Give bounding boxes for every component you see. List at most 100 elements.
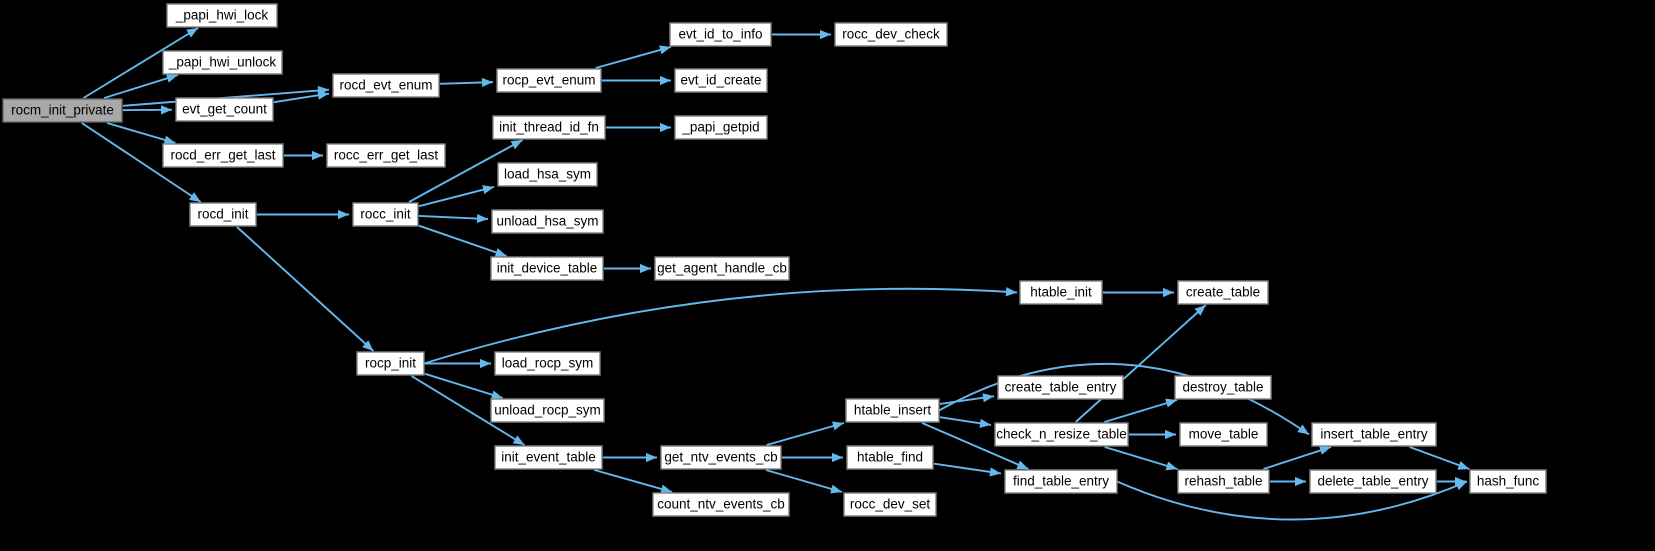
- edge-arrowhead: [1297, 424, 1309, 435]
- node-box[interactable]: [496, 68, 602, 93]
- call-edge-htable_insert-to-insert_table_entry: [938, 363, 1310, 436]
- graph-node-destroy_table[interactable]: destroy_table: [1174, 375, 1272, 400]
- edge-arrowhead: [1295, 476, 1306, 487]
- node-box[interactable]: [490, 398, 605, 423]
- node-box[interactable]: [1177, 469, 1270, 494]
- node-box[interactable]: [494, 351, 601, 376]
- graph-node-rocd_evt_enum[interactable]: rocd_evt_enum: [332, 73, 440, 98]
- node-box[interactable]: [1177, 280, 1269, 305]
- edge-arrowhead: [1165, 429, 1176, 440]
- graph-node-hash_func[interactable]: hash_func: [1469, 469, 1547, 494]
- graph-node-rocp_init[interactable]: rocp_init: [356, 351, 425, 376]
- call-edge-htable_insert-to-find_table_entry: [921, 422, 1029, 470]
- node-box[interactable]: [490, 256, 604, 281]
- node-box[interactable]: [1311, 422, 1437, 447]
- graph-node-init_event_table[interactable]: init_event_table: [494, 445, 603, 470]
- graph-node-get_ntv_events_cb[interactable]: get_ntv_events_cb: [660, 445, 782, 470]
- call-edge-rocp_init-to-unload_rocp_sym: [424, 372, 504, 399]
- node-box[interactable]: [660, 445, 782, 470]
- node-box[interactable]: [162, 143, 284, 168]
- call-edge-rocc_init-to-init_thread_id_fn: [408, 139, 523, 203]
- graph-node-rocp_evt_enum[interactable]: rocp_evt_enum: [496, 68, 602, 93]
- node-box[interactable]: [997, 375, 1124, 400]
- graph-node-insert_table_entry[interactable]: insert_table_entry: [1311, 422, 1437, 447]
- graph-node-move_table[interactable]: move_table: [1179, 422, 1268, 447]
- graph-node-load_rocp_sym[interactable]: load_rocp_sym: [494, 351, 601, 376]
- node-box[interactable]: [669, 22, 772, 47]
- edge-arrowhead: [640, 263, 651, 274]
- node-box[interactable]: [1179, 422, 1268, 447]
- edge-arrowhead: [989, 467, 1001, 477]
- edge-arrowhead: [982, 393, 994, 403]
- node-box[interactable]: [162, 50, 283, 75]
- graph-node-evt_id_create[interactable]: evt_id_create: [674, 68, 768, 93]
- graph-node-htable_init[interactable]: htable_init: [1019, 280, 1103, 305]
- graph-node-_papi_hwi_unlock[interactable]: _papi_hwi_unlock: [162, 50, 283, 75]
- graph-node-rocc_dev_check[interactable]: rocc_dev_check: [834, 22, 948, 47]
- graph-node-check_n_resize_table[interactable]: check_n_resize_table: [994, 422, 1129, 447]
- node-box[interactable]: [332, 73, 440, 98]
- graph-node-find_table_entry[interactable]: find_table_entry: [1004, 469, 1118, 494]
- node-box[interactable]: [843, 492, 937, 517]
- call-edge-rocd_init-to-rocp_init: [236, 226, 375, 352]
- graph-node-rocd_err_get_last[interactable]: rocd_err_get_last: [162, 143, 284, 168]
- edge-arrowhead: [160, 105, 172, 115]
- graph-node-rocm_init_private[interactable]: rocm_init_private: [2, 98, 123, 123]
- node-box[interactable]: [1469, 469, 1547, 494]
- node-box[interactable]: [1004, 469, 1118, 494]
- call-edge-check_n_resize_table-to-rehash_table: [1104, 446, 1178, 470]
- node-box[interactable]: [494, 445, 603, 470]
- node-box[interactable]: [1019, 280, 1103, 305]
- graph-node-evt_id_to_info[interactable]: evt_id_to_info: [669, 22, 772, 47]
- edge-arrowhead: [1005, 287, 1017, 297]
- node-box[interactable]: [175, 97, 274, 122]
- edge-arrowhead: [482, 185, 494, 195]
- graph-node-htable_find[interactable]: htable_find: [846, 445, 934, 470]
- graph-node-htable_insert[interactable]: htable_insert: [845, 398, 940, 423]
- graph-node-create_table_entry[interactable]: create_table_entry: [997, 375, 1124, 400]
- edge-arrowhead: [494, 248, 507, 257]
- graph-node-evt_get_count[interactable]: evt_get_count: [175, 97, 274, 122]
- graph-node-count_ntv_events_cb[interactable]: count_ntv_events_cb: [652, 492, 790, 517]
- graph-node-load_hsa_sym[interactable]: load_hsa_sym: [497, 162, 598, 187]
- graph-node-delete_table_entry[interactable]: delete_table_entry: [1309, 469, 1437, 494]
- graph-node-_papi_getpid[interactable]: _papi_getpid: [674, 115, 768, 140]
- call-edge-rocp_evt_enum-to-evt_id_to_info: [595, 46, 672, 69]
- graph-node-unload_hsa_sym[interactable]: unload_hsa_sym: [491, 209, 604, 234]
- node-box[interactable]: [189, 202, 257, 227]
- node-box[interactable]: [674, 68, 768, 93]
- node-box[interactable]: [994, 422, 1129, 447]
- node-box[interactable]: [491, 209, 604, 234]
- node-box[interactable]: [652, 492, 790, 517]
- graph-node-rocc_err_get_last[interactable]: rocc_err_get_last: [326, 143, 446, 168]
- graph-node-rocd_init[interactable]: rocd_init: [189, 202, 257, 227]
- node-box[interactable]: [497, 162, 598, 187]
- call-edge-rocc_init-to-load_hsa_sym: [418, 186, 495, 208]
- node-box[interactable]: [845, 398, 940, 423]
- graph-node-_papi_hwi_lock[interactable]: _papi_hwi_lock: [166, 3, 278, 28]
- node-box[interactable]: [492, 115, 606, 140]
- node-box[interactable]: [166, 3, 278, 28]
- node-box[interactable]: [674, 115, 768, 140]
- graph-node-unload_rocp_sym[interactable]: unload_rocp_sym: [490, 398, 605, 423]
- graph-node-get_agent_handle_cb[interactable]: get_agent_handle_cb: [654, 256, 790, 281]
- graph-node-rocc_dev_set[interactable]: rocc_dev_set: [843, 492, 937, 517]
- node-box[interactable]: [1174, 375, 1272, 400]
- call-edge-rehash_table-to-insert_table_entry: [1263, 446, 1332, 470]
- node-box[interactable]: [834, 22, 948, 47]
- edge-arrowhead: [476, 213, 488, 224]
- node-box[interactable]: [326, 143, 446, 168]
- node-box[interactable]: [1309, 469, 1437, 494]
- graph-node-rocc_init[interactable]: rocc_init: [352, 202, 419, 227]
- graph-node-init_thread_id_fn[interactable]: init_thread_id_fn: [492, 115, 606, 140]
- call-edge-rocc_init-to-unload_hsa_sym: [418, 214, 489, 221]
- node-box[interactable]: [2, 98, 123, 123]
- graph-node-init_device_table[interactable]: init_device_table: [490, 256, 604, 281]
- node-box[interactable]: [356, 351, 425, 376]
- edge-arrowhead: [832, 421, 844, 431]
- node-box[interactable]: [352, 202, 419, 227]
- graph-node-rehash_table[interactable]: rehash_table: [1177, 469, 1270, 494]
- node-box[interactable]: [654, 256, 790, 281]
- graph-node-create_table[interactable]: create_table: [1177, 280, 1269, 305]
- node-box[interactable]: [846, 445, 934, 470]
